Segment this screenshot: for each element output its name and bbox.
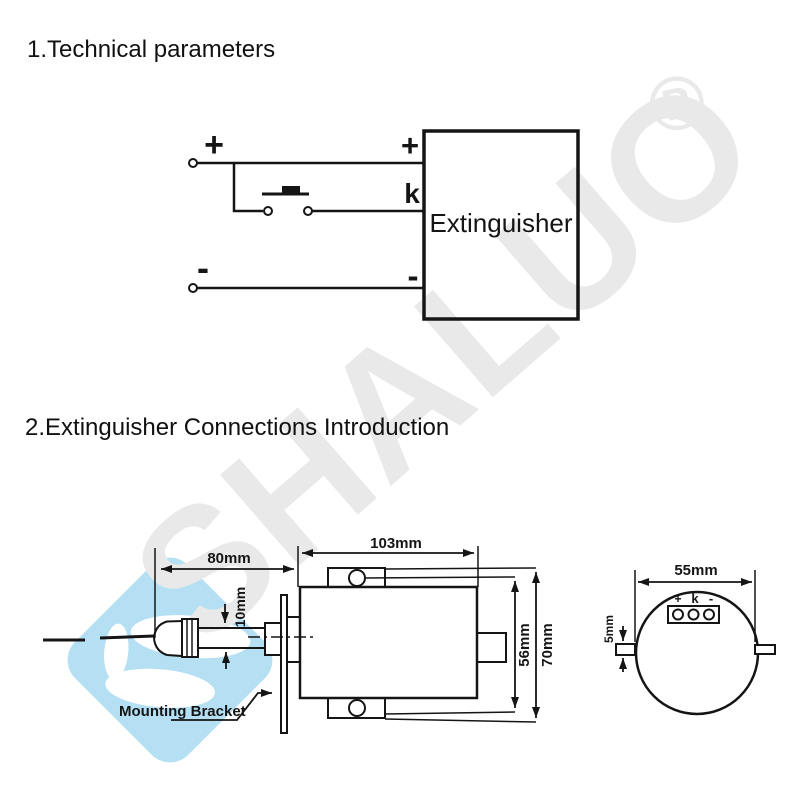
box-minus-label: - xyxy=(408,257,419,294)
dim-label-5mm: 5mm xyxy=(602,615,616,643)
mounting-bracket-label: Mounting Bracket xyxy=(119,703,246,720)
terminal-hole-plus xyxy=(672,608,684,621)
terminal-k-label: k xyxy=(691,591,699,606)
nut-block xyxy=(264,622,282,656)
extinguisher-box-label: Extinguisher xyxy=(429,208,572,238)
switch-contact-right xyxy=(303,206,313,216)
terminal-plus-label: + xyxy=(674,592,681,606)
pushbutton-cap xyxy=(282,186,300,194)
dim-label-55mm: 55mm xyxy=(674,562,717,579)
terminal-hole-minus xyxy=(703,608,715,621)
supply-minus-label: - xyxy=(197,247,209,288)
box-plus-label: + xyxy=(401,128,419,163)
switch-branch-wire xyxy=(232,163,263,213)
dim-label-70mm: 70mm xyxy=(539,623,556,666)
top-screw-hole xyxy=(348,569,366,587)
bottom-screw-hole xyxy=(348,699,366,717)
terminal-hole-k xyxy=(687,608,700,621)
negative-terminal xyxy=(188,283,198,293)
terminal-minus-label: - xyxy=(709,591,713,606)
rear-connector-nub xyxy=(476,632,507,663)
extinguisher-box xyxy=(422,129,580,321)
nose-cone xyxy=(152,619,183,658)
front-view-drawing: + k - 55mm 5mm xyxy=(602,562,776,716)
bracket-leader-arrow xyxy=(171,689,272,721)
supply-plus-label: + xyxy=(204,126,224,164)
mounting-bracket-plate xyxy=(280,594,288,734)
box-k-label: k xyxy=(404,178,420,209)
switch-contact-left xyxy=(263,206,273,216)
extension-line xyxy=(384,718,537,723)
cable-segment xyxy=(99,634,155,640)
extension-line xyxy=(384,711,516,715)
dim-label-56mm: 56mm xyxy=(516,623,533,666)
dim-label-80mm: 80mm xyxy=(207,550,250,567)
section1-title: 1.Technical parameters xyxy=(27,36,276,63)
circuit-diagram: + - + k - Extinguisher xyxy=(188,126,580,321)
extinguisher-body xyxy=(298,585,479,700)
rear-boss-block xyxy=(286,616,301,663)
dim-label-10mm: 10mm xyxy=(232,587,248,627)
bottom-mount-ear xyxy=(327,697,386,719)
positive-terminal xyxy=(188,158,198,168)
right-tab xyxy=(754,644,776,655)
extension-line xyxy=(384,567,537,570)
left-tab xyxy=(615,643,636,656)
dim-label-103mm: 103mm xyxy=(370,535,422,552)
side-view-drawing: 80mm 103mm 10mm 56mm 70mm Mounting Brack… xyxy=(43,535,556,734)
cone-collar xyxy=(181,618,199,658)
section2-title: 2.Extinguisher Connections Introduction xyxy=(25,414,450,441)
extension-line xyxy=(363,576,516,579)
